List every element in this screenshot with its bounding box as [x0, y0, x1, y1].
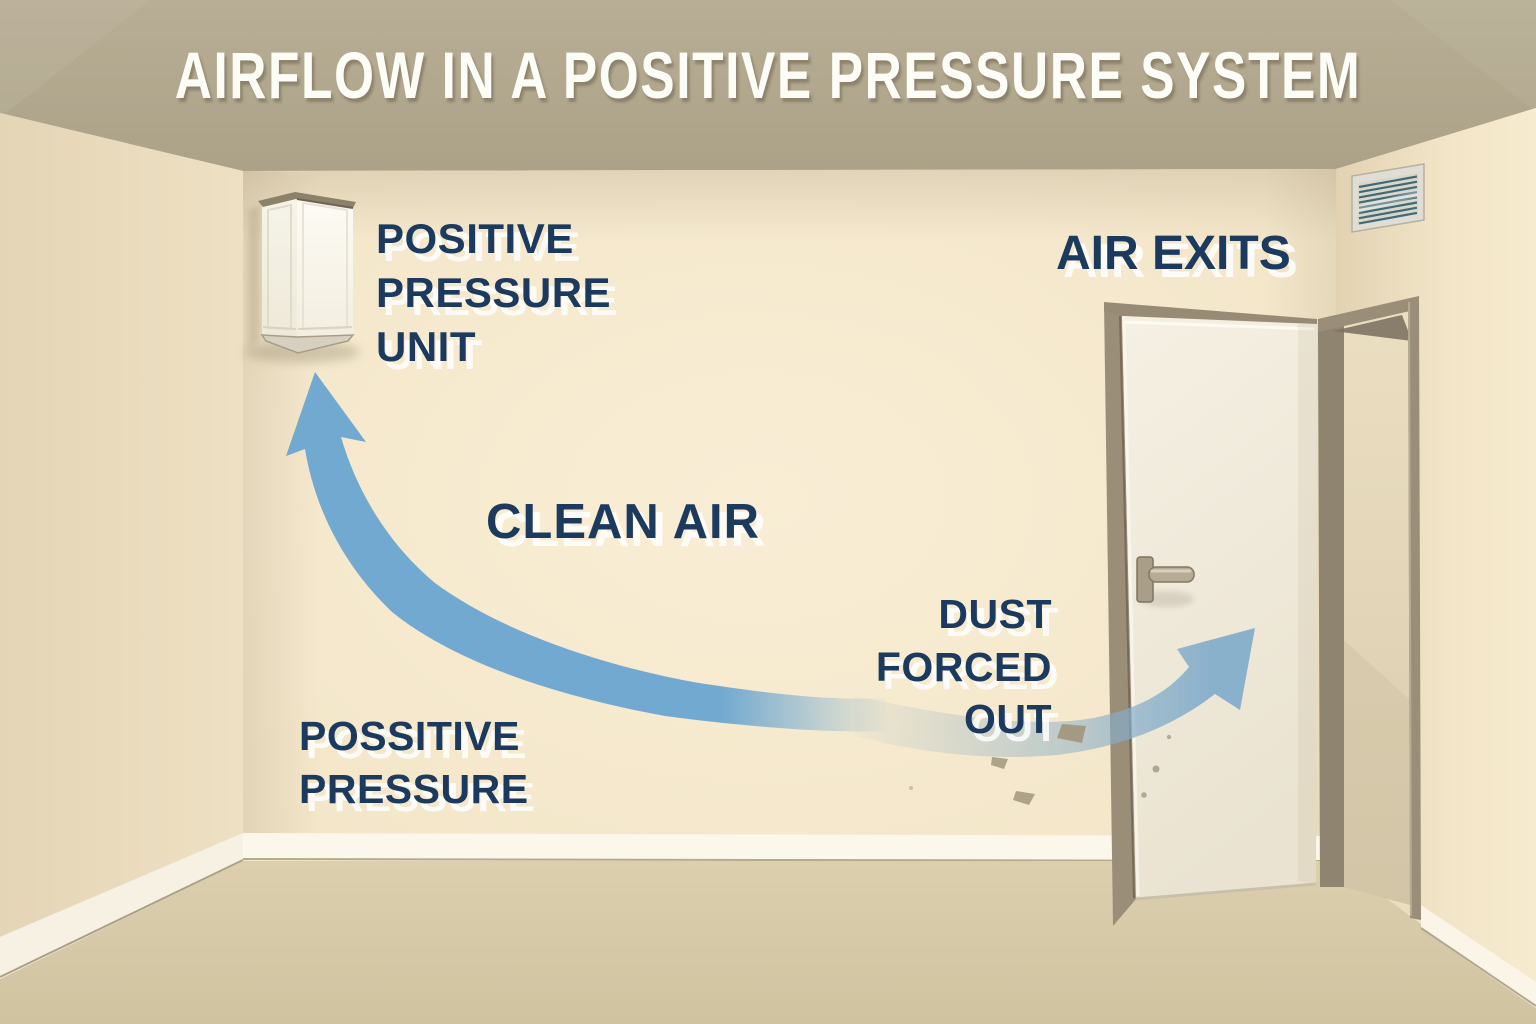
dust-particle — [909, 786, 913, 790]
unit-groove-front — [297, 326, 353, 330]
clean-air-flow-arrow — [286, 372, 887, 732]
unit-side-shadow — [248, 205, 260, 348]
doorway-interior-shade — [1344, 640, 1410, 905]
vent-inner — [1358, 173, 1418, 225]
label-dust-forced-out: DUST FORCED OUT — [875, 591, 1052, 742]
dust-particle — [1057, 724, 1086, 743]
left-baseboard — [0, 833, 243, 979]
left-baseboard-edge — [0, 859, 244, 978]
door-top-edge — [1104, 302, 1317, 326]
label-positive-pressure: POSSITIVE PRESSURE — [299, 713, 529, 812]
dust-particle — [1166, 734, 1172, 740]
label-clean-air: CLEAN AIR — [486, 495, 760, 549]
wall-vent-grille — [1351, 163, 1425, 233]
right-baseboard — [1421, 905, 1536, 1008]
vent-sheen — [1358, 190, 1418, 213]
ceiling — [0, 0, 1536, 171]
door-frame-head — [1318, 296, 1419, 332]
door-panel-left-highlight — [1122, 321, 1140, 897]
label-positive-pressure-unit: POSITIVE PRESSURE UNIT — [376, 215, 612, 370]
door-handle-lever — [1148, 566, 1195, 583]
back-wall-top-shadow — [243, 169, 1336, 242]
door-edge-shadow — [1119, 315, 1135, 899]
open-door — [1104, 296, 1421, 926]
back-baseboard — [243, 833, 1336, 862]
unit-groove-left — [262, 326, 297, 330]
door-panel-top-highlight — [1123, 320, 1315, 331]
ceiling-highlight-left — [0, 0, 150, 118]
door-frame-head-shadow — [1333, 315, 1412, 341]
label-air-exits: AIR EXITS — [1056, 227, 1291, 280]
ceiling-highlight-right — [1390, 0, 1536, 112]
door-casing-highlight — [1408, 301, 1412, 917]
back-wall — [243, 169, 1336, 900]
right-baseboard-edge — [1420, 927, 1536, 1007]
unit-left-face — [262, 196, 297, 337]
floor — [0, 861, 1536, 1024]
door-panel — [1122, 316, 1317, 899]
dust-exit-arrow — [855, 628, 1255, 757]
door-bottom-edge — [1135, 882, 1317, 901]
left-wall — [0, 113, 243, 937]
door-hinge-jamb — [1318, 326, 1344, 887]
dust-particles — [909, 724, 1172, 805]
door-panel-right-shade — [1298, 324, 1317, 884]
unit-top-band-shadow — [296, 198, 354, 209]
doorway-interior — [1344, 300, 1410, 905]
unit-front-face — [297, 196, 353, 337]
diagram-title: AIRFLOW IN A POSITIVE PRESSURE SYSTEM — [174, 38, 1362, 112]
door-edge — [1104, 302, 1136, 926]
dust-particle — [1141, 792, 1147, 798]
positive-pressure-unit — [244, 192, 360, 363]
dust-particle — [1013, 791, 1035, 805]
unit-underside — [260, 334, 355, 354]
dust-particle — [1152, 765, 1160, 773]
vent-slats — [1358, 175, 1418, 225]
dust-particle — [991, 757, 1008, 769]
